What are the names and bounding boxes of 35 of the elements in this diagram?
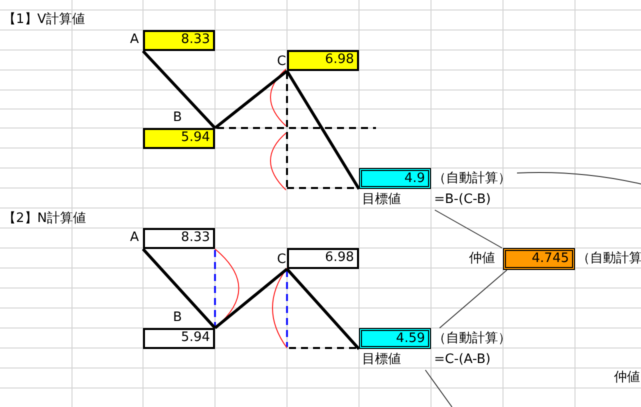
point-label: A xyxy=(130,31,139,49)
connector-line xyxy=(214,268,288,330)
point-label: B xyxy=(173,309,182,327)
value-cell: 4.59 xyxy=(359,328,431,349)
value-cell: 5.94 xyxy=(143,328,215,349)
connector-line xyxy=(142,50,216,130)
leader-line xyxy=(439,270,508,328)
value-cell: 6.98 xyxy=(287,248,359,269)
leader-line xyxy=(434,210,503,248)
value-cell: 8.33 xyxy=(143,228,215,249)
point-label: C xyxy=(277,251,286,269)
leader-line xyxy=(516,172,641,184)
leader-line xyxy=(424,370,452,407)
value-cell: 5.94 xyxy=(143,128,215,149)
connector-line xyxy=(214,70,288,130)
connector-line xyxy=(286,70,360,190)
section-heading: 【1】V計算値 xyxy=(3,11,86,29)
auto-calc-note: （自動計算） xyxy=(433,330,511,348)
connector-line xyxy=(142,248,216,330)
target-label: 目標値 xyxy=(362,351,401,369)
connector-line xyxy=(286,268,360,350)
value-cell: 8.33 xyxy=(143,30,215,51)
value-cell: 6.98 xyxy=(287,50,359,71)
auto-calc-note: （自動計算） xyxy=(433,170,511,188)
value-cell: 4.9 xyxy=(359,168,431,189)
formula-text: =C-(A-B) xyxy=(434,351,491,369)
point-label: C xyxy=(277,53,286,71)
point-label: B xyxy=(173,109,182,127)
section-heading: 【2】N計算値 xyxy=(3,210,86,228)
median-label: 仲値 xyxy=(614,369,640,387)
median-label: 仲値 xyxy=(469,250,495,268)
target-label: 目標値 xyxy=(362,191,401,209)
formula-text: =B-(C-B) xyxy=(434,191,491,209)
point-label: A xyxy=(130,229,139,247)
value-cell: 4.745 xyxy=(503,248,575,270)
